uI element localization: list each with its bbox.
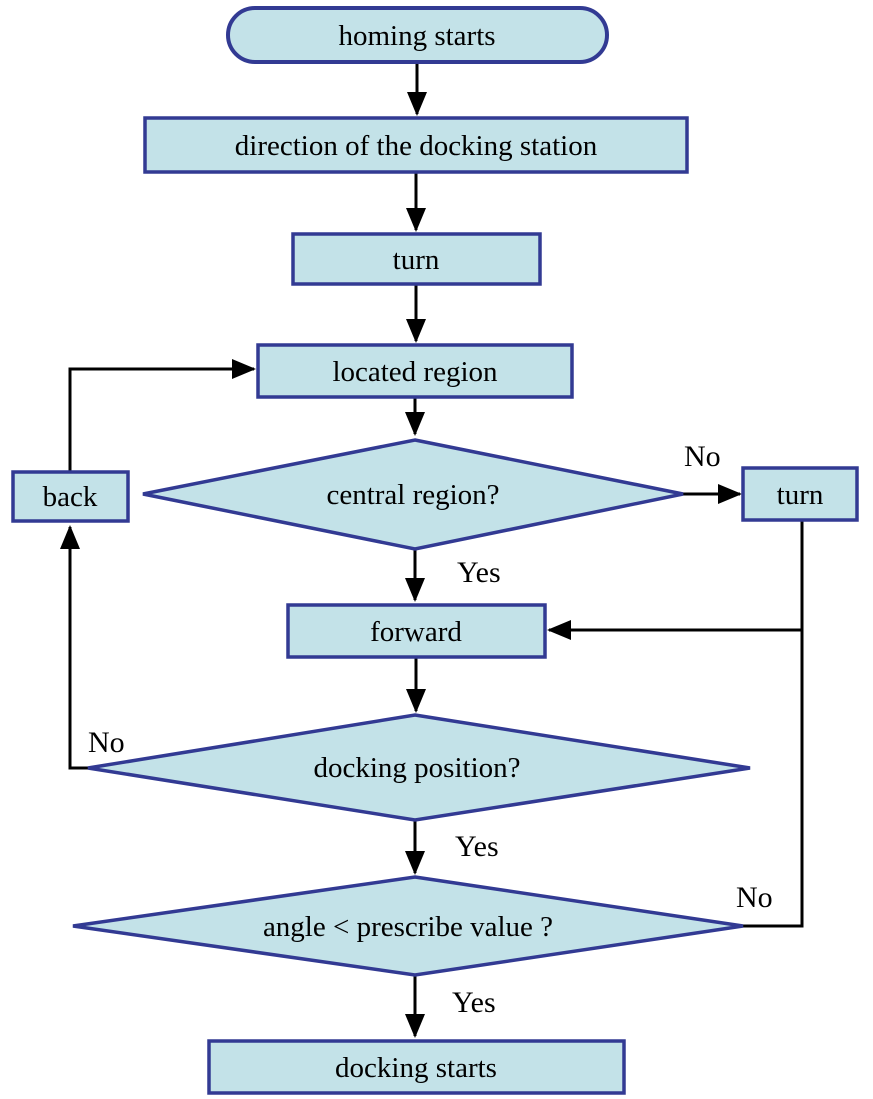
node-angle-decision: angle < prescribe value ? (72, 875, 744, 977)
edge-label-docking-yes: Yes (455, 830, 499, 863)
node-label-angle: angle < prescribe value ? (263, 911, 553, 943)
decision-shape (72, 875, 744, 977)
node-label-turn-1: turn (393, 244, 440, 276)
node-label-homing-starts: homing starts (338, 20, 495, 52)
node-label-turn-2: turn (777, 479, 824, 511)
edge-back-located (68, 359, 256, 471)
node-docking-position-decision: docking position? (87, 713, 751, 822)
decision-shape (142, 438, 684, 551)
edge-rail-turn2-angle-no (743, 520, 804, 928)
edge-labels: No Yes No Yes No Yes (88, 440, 773, 1019)
edge-label-angle-yes: Yes (452, 986, 496, 1019)
edge-label-central-yes: Yes (457, 556, 501, 589)
edge-docking-no-back (60, 525, 88, 770)
node-back: back (11, 470, 130, 523)
edges (60, 64, 804, 1038)
process-shape (11, 470, 130, 523)
node-direction-of-docking-station: direction of the docking station (143, 116, 689, 174)
node-label-docking-position: docking position? (313, 752, 520, 784)
terminator-shape (226, 6, 609, 64)
process-shape (256, 343, 574, 399)
node-label-docking-starts: docking starts (335, 1052, 497, 1084)
node-label-forward: forward (370, 616, 462, 648)
process-shape (143, 116, 689, 174)
node-label-central-region: central region? (326, 479, 499, 511)
process-shape (207, 1039, 626, 1095)
node-forward: forward (286, 603, 547, 659)
edge-label-angle-no: No (736, 881, 773, 914)
process-shape (741, 466, 859, 522)
node-homing-starts: homing starts (226, 6, 609, 64)
node-label-back: back (43, 481, 98, 513)
node-located-region: located region (256, 343, 574, 399)
node-turn-1: turn (291, 232, 542, 286)
edge-label-central-no: No (684, 440, 721, 473)
process-shape (286, 603, 547, 659)
process-shape (291, 232, 542, 286)
node-central-region-decision: central region? (142, 438, 684, 551)
node-docking-starts: docking starts (207, 1039, 626, 1095)
decision-shape (87, 713, 751, 822)
node-label-located-region: located region (332, 356, 498, 388)
node-turn-2: turn (741, 466, 859, 522)
node-label-direction: direction of the docking station (235, 130, 598, 162)
edge-label-docking-no: No (88, 726, 125, 759)
